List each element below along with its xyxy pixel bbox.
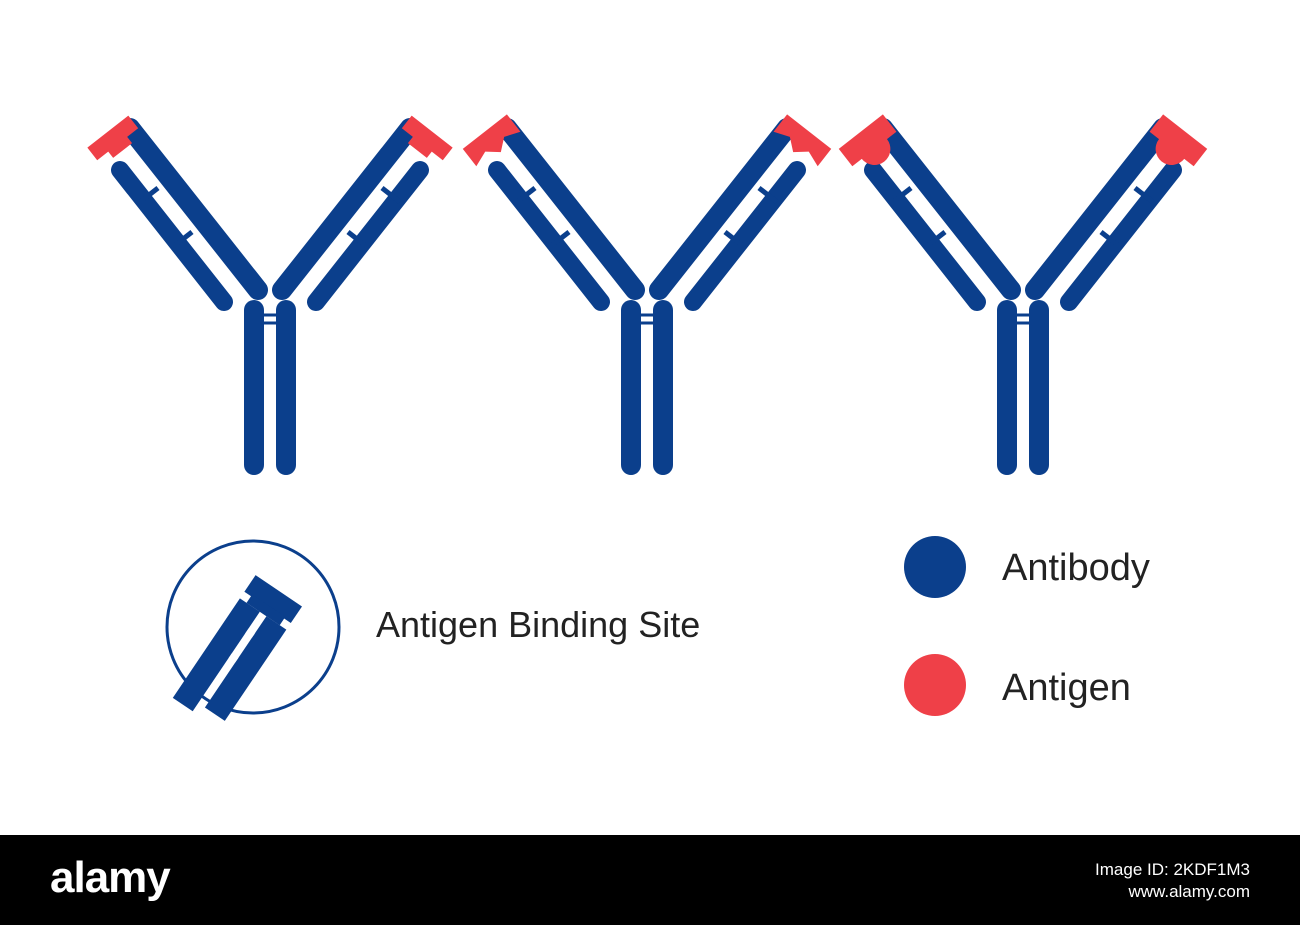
- antibody-1: [87, 116, 452, 475]
- antigen-legend-label: Antigen: [1002, 667, 1131, 710]
- red-circle-icon: [904, 654, 966, 716]
- antibody-2: [463, 114, 831, 475]
- watermark-footer: alamy Image ID: 2KDF1M3 www.alamy.com: [0, 835, 1300, 925]
- antibody-3: [839, 114, 1207, 475]
- antibody-legend-label: Antibody: [1002, 547, 1150, 590]
- antigen-binding-site-label: Antigen Binding Site: [376, 604, 700, 646]
- blue-circle-icon: [904, 536, 966, 598]
- image-id-block: Image ID: 2KDF1M3 www.alamy.com: [1095, 859, 1250, 903]
- image-id-text: Image ID: 2KDF1M3: [1095, 859, 1250, 881]
- antigen-binding-site-icon: [167, 541, 339, 729]
- alamy-logo: alamy: [50, 853, 170, 903]
- image-url-text: www.alamy.com: [1095, 881, 1250, 903]
